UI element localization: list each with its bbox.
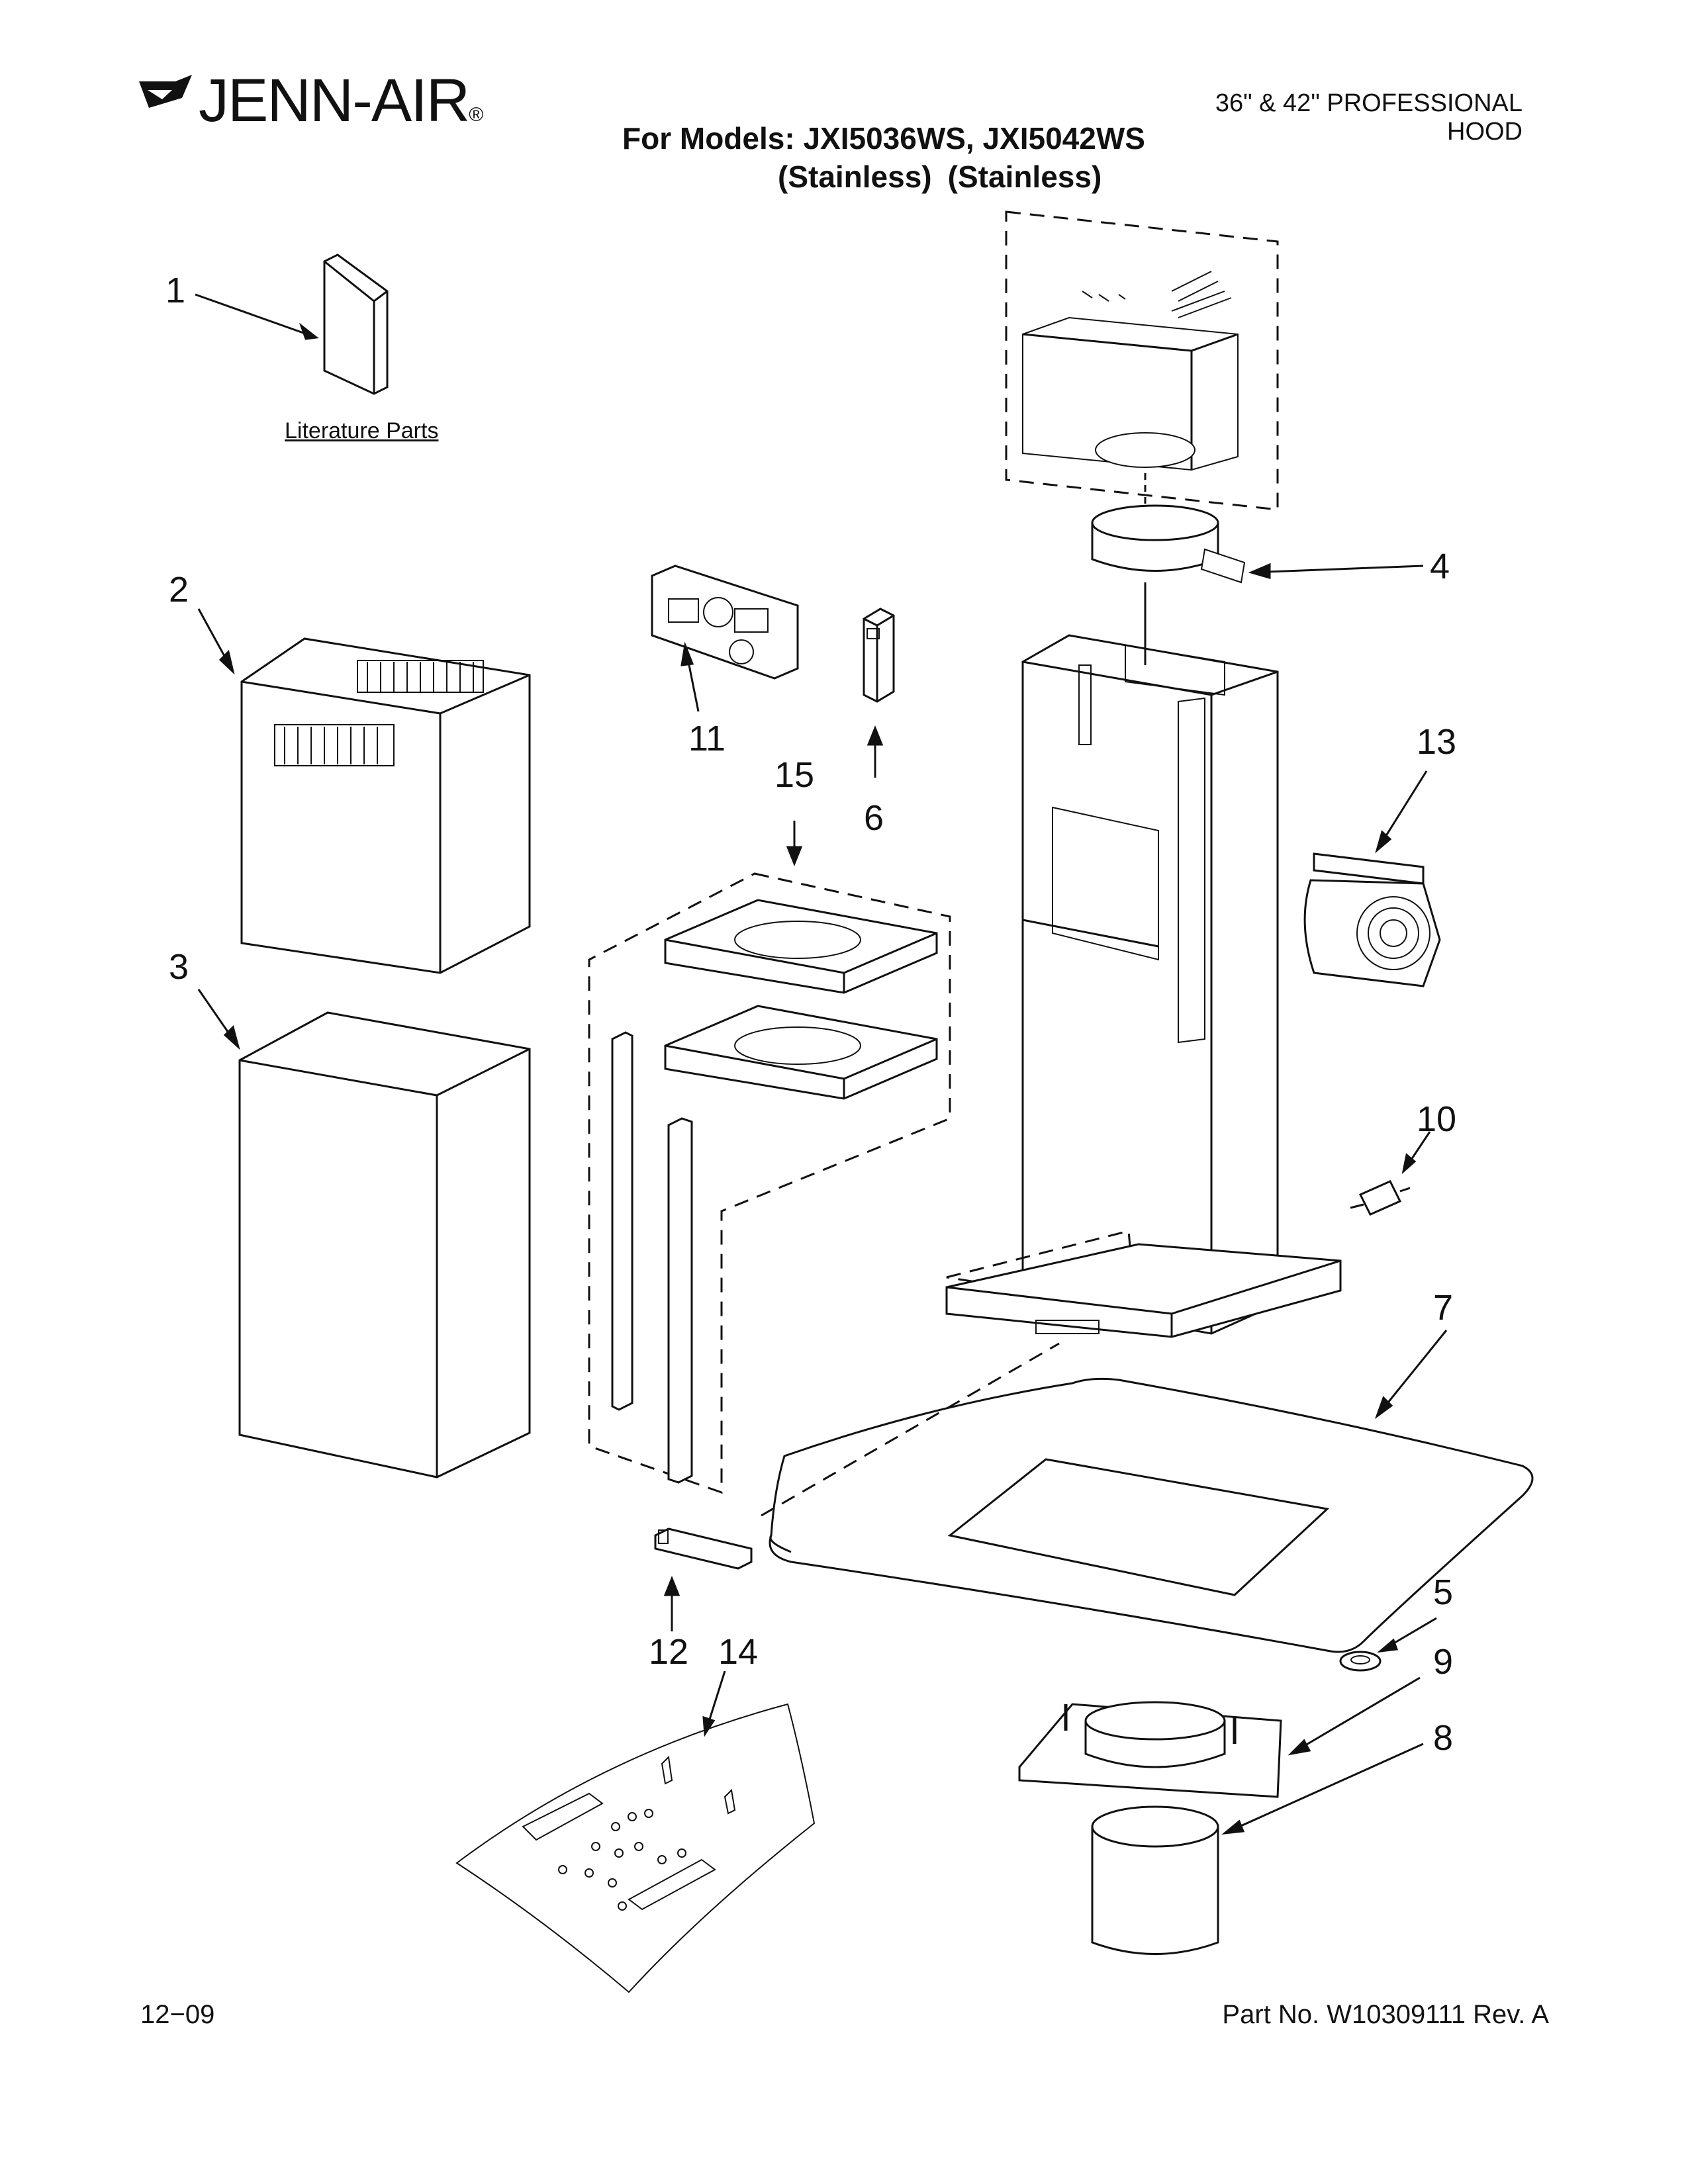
arrowhead <box>223 1025 240 1050</box>
control-board <box>651 565 799 680</box>
upper-chimney-cover <box>240 637 531 974</box>
part-number: Part No. W10309111 Rev. A <box>1222 2000 1549 2029</box>
hood-body <box>945 582 1342 1338</box>
callout-8: 8 <box>1433 1718 1454 1758</box>
duct-assembly <box>1005 210 1279 511</box>
capacitor <box>1350 1180 1411 1216</box>
arrowhead <box>1401 1153 1417 1175</box>
literature-booklet <box>323 253 389 395</box>
document-title: 36" & 42" PROFESSIONAL HOOD <box>1215 89 1523 146</box>
duct-collar <box>1091 504 1246 584</box>
leader-line <box>1250 565 1424 574</box>
callout-9: 9 <box>1433 1642 1454 1682</box>
hardware-bag <box>455 1703 816 1993</box>
arrowhead <box>1288 1739 1311 1756</box>
finish-label: (Stainless) <box>947 159 1102 194</box>
callout-2: 2 <box>169 570 189 610</box>
glass-canopy <box>769 1377 1534 1653</box>
callout-1: 1 <box>165 271 186 310</box>
duct-adapter-plate <box>1018 1701 1282 1798</box>
mounting-bracket-kit <box>588 872 951 1494</box>
registered-mark: ® <box>469 104 483 126</box>
finish-line: (Stainless) (Stainless) <box>778 159 1102 195</box>
arrowhead <box>1221 1819 1245 1835</box>
blower-motor <box>1303 852 1441 987</box>
leader-line <box>195 293 317 339</box>
light-connector <box>654 1527 753 1570</box>
models-line: For Models: JXI5036WS, JXI5042WS <box>622 121 1145 156</box>
callout-14: 14 <box>718 1632 759 1672</box>
brand-name: JENN-AIR® <box>199 67 483 134</box>
arrowhead <box>1377 1638 1399 1653</box>
callout-13: 13 <box>1417 722 1457 762</box>
literature-parts-label: Literature Parts <box>285 418 439 443</box>
grommet <box>1339 1651 1382 1672</box>
callout-12: 12 <box>649 1632 689 1672</box>
callout-10: 10 <box>1417 1099 1457 1139</box>
callout-3: 3 <box>169 947 189 987</box>
arrowhead <box>299 322 319 340</box>
callout-5: 5 <box>1433 1572 1454 1612</box>
arrowhead <box>1374 1396 1393 1420</box>
duct-cylinder <box>1091 1805 1219 1955</box>
leader-line <box>761 1342 1060 1517</box>
arrowhead <box>786 846 803 867</box>
arrowhead <box>680 641 694 666</box>
arrowhead <box>218 650 235 675</box>
leader-line <box>1290 1676 1421 1755</box>
lower-chimney-cover <box>238 1011 531 1479</box>
brand-swoosh-icon <box>139 75 192 108</box>
arrowhead <box>663 1575 680 1596</box>
callout-4: 4 <box>1430 547 1450 586</box>
date-code: 12−09 <box>140 2000 215 2029</box>
callout-15: 15 <box>774 755 815 795</box>
finish-label: (Stainless) <box>778 159 932 194</box>
arrowhead <box>1248 563 1271 579</box>
callout-6: 6 <box>864 798 884 838</box>
callout-11: 11 <box>688 719 726 758</box>
arrowhead <box>867 725 884 746</box>
arrowhead <box>702 1715 716 1737</box>
callout-7: 7 <box>1433 1288 1454 1328</box>
brand-logo <box>136 71 480 138</box>
leader-line <box>1224 1743 1424 1835</box>
arrowhead <box>1375 830 1392 854</box>
switch-module <box>863 608 895 703</box>
